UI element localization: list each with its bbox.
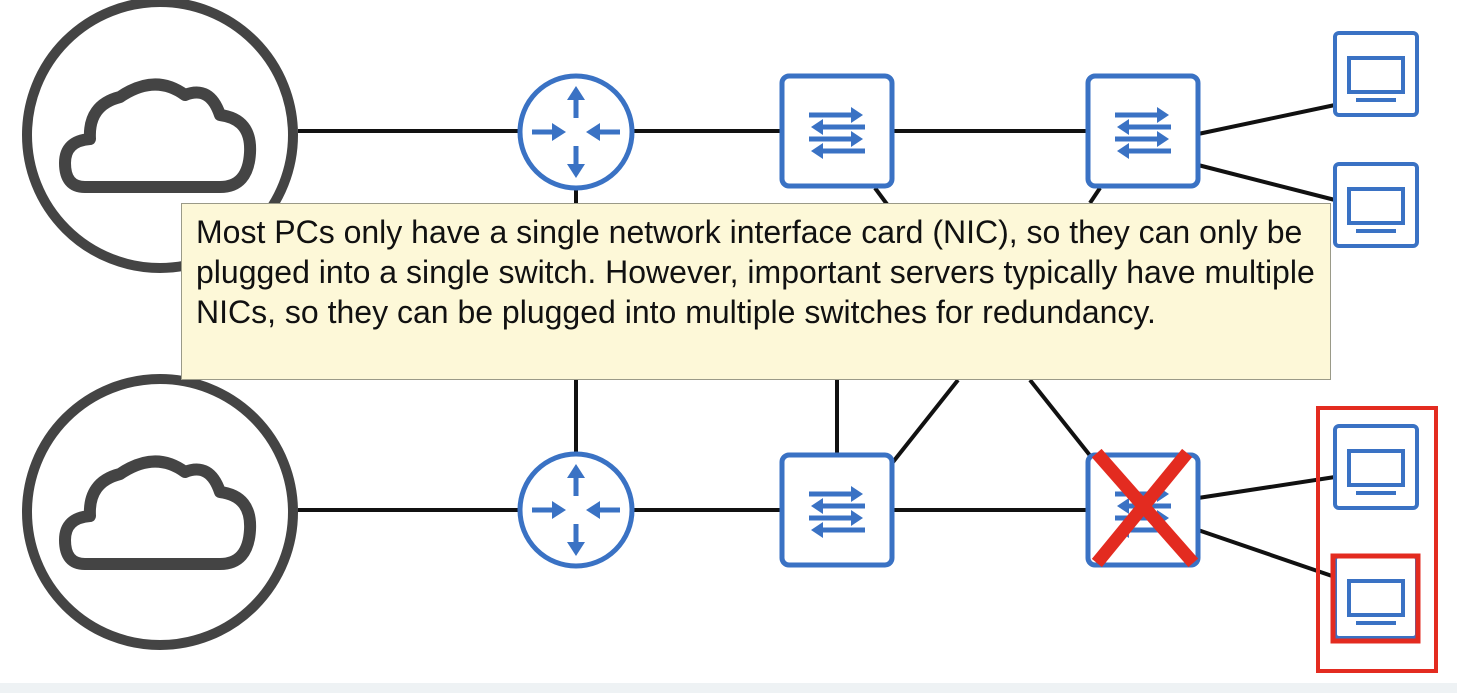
router-top: [517, 73, 635, 191]
tooltip-box: Most PCs only have a single network inte…: [181, 203, 1331, 380]
cloud-top: [22, 0, 298, 273]
link-switch2-pc2: [1197, 163, 1336, 202]
x-mark-icon: [1091, 448, 1199, 568]
pc-3: [1333, 424, 1419, 510]
pc-4: [1333, 554, 1419, 640]
link-cross-switch4: [1028, 378, 1094, 460]
link-switch4-pc4: [1197, 528, 1336, 579]
pc-2: [1333, 162, 1419, 248]
bottom-band: [0, 683, 1457, 693]
router-bottom: [517, 451, 635, 569]
cloud-bottom: [22, 374, 298, 650]
link-switch2-cross: [1088, 186, 1102, 205]
highlight-box-outer: [1316, 406, 1438, 673]
switch-top-right: [1085, 73, 1201, 189]
switch-bottom-right: [1085, 448, 1201, 568]
switch-top-left: [779, 73, 895, 189]
pc-1: [1333, 31, 1419, 117]
link-switch2-pc1: [1197, 103, 1336, 136]
highlight-box-inner: [1330, 553, 1421, 644]
tooltip-text: Most PCs only have a single network inte…: [196, 214, 1315, 330]
link-switch4-pc3: [1197, 475, 1336, 500]
link-switch3-cross: [891, 378, 960, 464]
switch-bottom-left: [779, 452, 895, 568]
